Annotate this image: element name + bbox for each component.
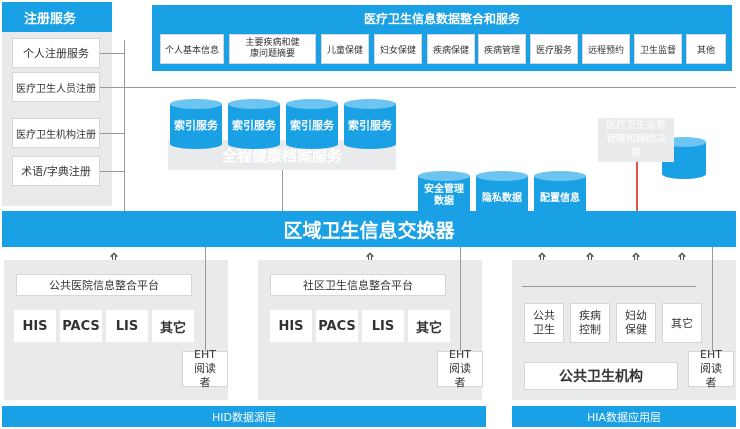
connector-line xyxy=(205,247,206,351)
exchange-label: 区域卫生信息交换器 xyxy=(283,219,455,242)
support-label-config: 配置信息 xyxy=(540,192,580,204)
data-item-remote-booking[interactable]: 远程预约 xyxy=(582,34,630,64)
data-item-disease-care[interactable]: 疾病保健 xyxy=(427,34,475,64)
system-lis[interactable]: LIS xyxy=(106,310,148,342)
index-cylinder-2[interactable] xyxy=(228,99,280,149)
connector-line xyxy=(522,286,696,287)
connector-line xyxy=(712,247,713,351)
support-cylinder-privacy[interactable] xyxy=(476,171,528,212)
decision-support-box: 医疗卫生业务管理和辅助决策 xyxy=(598,118,674,162)
support-cylinder-security[interactable] xyxy=(418,171,470,212)
support-label-security: 安全管理数据 xyxy=(424,184,464,207)
connector-line xyxy=(100,133,124,134)
system-pacs[interactable]: PACS xyxy=(60,310,102,342)
index-service-label-2: 索引服务 xyxy=(232,119,276,132)
registration-title: 注册服务 xyxy=(2,2,112,32)
system-his[interactable]: HIS xyxy=(14,310,56,342)
public-health-institution: 公共卫生机构 xyxy=(524,362,678,390)
system-his[interactable]: HIS xyxy=(270,310,312,342)
registration-item-personal[interactable]: 个人注册服务 xyxy=(12,38,100,68)
eht-reader-hospital[interactable]: EHT阅读者 xyxy=(182,348,228,389)
index-cylinder-3[interactable] xyxy=(286,99,338,149)
public-health-item-maternal[interactable]: 妇幼保健 xyxy=(616,303,656,343)
system-pacs[interactable]: PACS xyxy=(316,310,358,342)
public-health-item-other[interactable]: 其它 xyxy=(662,303,702,343)
public-health-item-disease-control[interactable]: 疾病控制 xyxy=(570,303,610,343)
connector-line xyxy=(124,40,125,212)
eht-reader-public-health[interactable]: EHT阅读者 xyxy=(688,348,734,389)
data-item-disease-summary[interactable]: 主要疾病和健康问题摘要 xyxy=(229,34,316,64)
index-service-label-4: 索引服务 xyxy=(348,119,392,132)
support-label-privacy: 隐私数据 xyxy=(482,192,522,204)
index-service-label-1: 索引服务 xyxy=(174,119,218,132)
hid-layer-bar: HID数据源层 xyxy=(2,406,486,427)
data-item-women-care[interactable]: 妇女保健 xyxy=(374,34,422,64)
system-lis[interactable]: LIS xyxy=(362,310,404,342)
accent-connector-line xyxy=(636,162,638,212)
hia-layer-bar: HIA数据应用层 xyxy=(512,406,736,427)
data-item-other[interactable]: 其他 xyxy=(686,34,726,64)
data-item-child-care[interactable]: 儿童保健 xyxy=(321,34,369,64)
data-integration-title: 医疗卫生信息数据整合和服务 xyxy=(363,11,520,26)
platform-title-hospital: 公共医院信息整合平台 xyxy=(16,274,192,296)
public-health-item-public[interactable]: 公共卫生 xyxy=(524,303,564,343)
system-other[interactable]: 其它 xyxy=(152,310,194,342)
index-cylinder-4[interactable] xyxy=(344,99,396,149)
system-other[interactable]: 其它 xyxy=(408,310,450,342)
registration-item-medical-staff[interactable]: 医疗卫生人员注册 xyxy=(12,72,100,102)
eht-reader-community[interactable]: EHT阅读者 xyxy=(437,348,483,389)
data-item-health-supervision[interactable]: 卫生监督 xyxy=(634,34,682,64)
data-item-medical-service[interactable]: 医疗服务 xyxy=(530,34,578,64)
health-record-label: 全程健康档案服务 xyxy=(221,146,342,165)
index-cylinder-1[interactable] xyxy=(170,99,222,149)
registration-item-terminology[interactable]: 术语/字典注册 xyxy=(12,156,100,186)
data-item-personal-info[interactable]: 个人基本信息 xyxy=(160,34,224,64)
connector-line xyxy=(460,247,461,351)
data-item-disease-management[interactable]: 疾病管理 xyxy=(478,34,526,64)
connector-line xyxy=(100,87,736,88)
connector-line xyxy=(282,170,283,212)
support-cylinder-config[interactable] xyxy=(534,171,586,212)
registration-item-medical-institution[interactable]: 医疗卫生机构注册 xyxy=(12,118,100,148)
index-service-label-3: 索引服务 xyxy=(290,119,334,132)
exchange-bar xyxy=(2,211,736,247)
platform-title-community: 社区卫生信息整合平台 xyxy=(270,274,446,296)
connector-line xyxy=(100,53,124,54)
connector-line xyxy=(100,171,124,172)
